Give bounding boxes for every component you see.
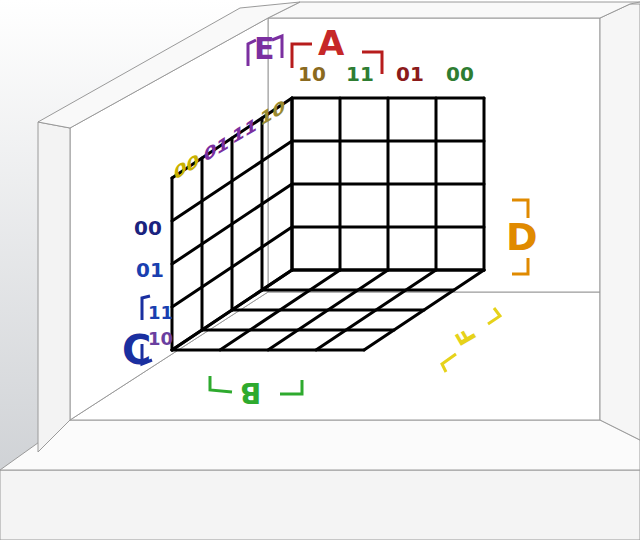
gray-code: 10 — [148, 330, 173, 348]
grid-line — [201, 158, 204, 330]
gray-code: 11 — [148, 304, 173, 322]
grid-line — [292, 269, 484, 272]
grid-line — [172, 270, 292, 350]
d-bracket — [512, 200, 528, 218]
grid-line — [483, 98, 486, 270]
grid-line — [292, 183, 484, 186]
variable-name: D — [506, 218, 538, 256]
back-wall — [268, 18, 600, 292]
d-bracket — [512, 258, 528, 274]
variable-name: A — [318, 26, 344, 60]
grid-line — [292, 269, 484, 272]
b-bracket — [280, 380, 302, 394]
variable-name: B — [240, 378, 261, 406]
grid-line — [202, 329, 394, 332]
variable-name: C — [122, 330, 151, 370]
gray-code: 01 — [396, 64, 424, 84]
back-wall-edge — [600, 4, 640, 440]
gray-code: 11 — [346, 64, 374, 84]
grid-line — [232, 309, 424, 312]
gray-code: 10 — [298, 64, 326, 84]
grid-line — [172, 184, 292, 264]
karnaugh-grid — [172, 98, 484, 350]
grid-line — [172, 349, 364, 352]
grid-line — [435, 98, 438, 270]
grid-line — [171, 178, 174, 350]
left-wall-front — [38, 122, 70, 452]
grid-line — [292, 226, 484, 229]
f-bracket — [488, 308, 500, 324]
grid-line — [364, 270, 484, 350]
left-wall-top — [38, 2, 300, 128]
variable-name: E — [254, 34, 275, 64]
back-wall-top — [268, 2, 640, 18]
b-bracket — [210, 376, 232, 392]
f-bracket — [442, 354, 456, 372]
floor — [70, 292, 600, 420]
gray-code: 00 — [134, 218, 162, 238]
base-top — [0, 420, 640, 470]
gray-code: 01 — [136, 260, 164, 280]
base-front — [0, 470, 640, 540]
gray-code: 00 — [446, 64, 474, 84]
grid-line — [172, 227, 292, 307]
grid-line — [316, 270, 436, 350]
